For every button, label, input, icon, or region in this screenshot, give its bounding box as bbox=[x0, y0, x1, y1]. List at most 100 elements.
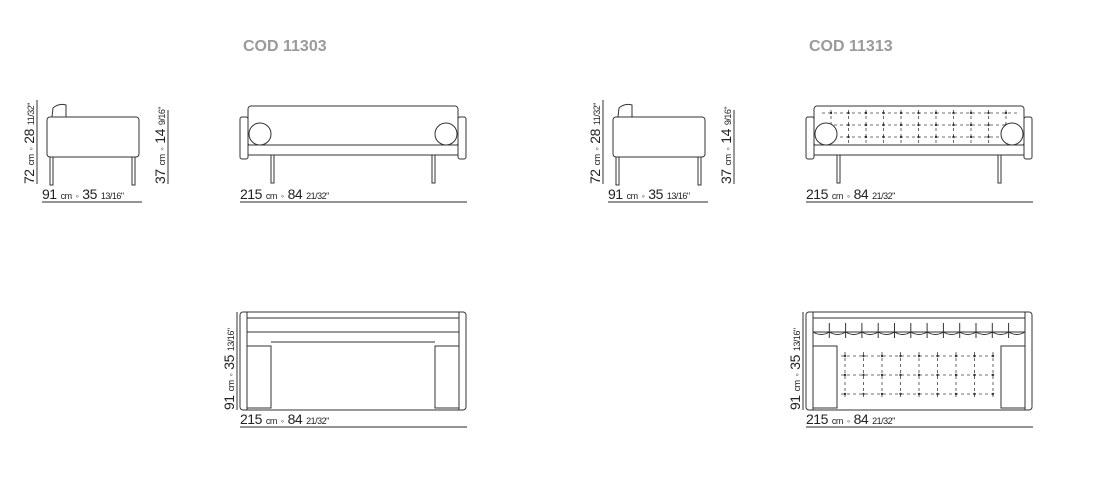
dimension-frac: 9/16" bbox=[723, 107, 733, 126]
tuft-button bbox=[917, 373, 921, 377]
leg bbox=[615, 156, 620, 186]
dimension-frac: 13/16" bbox=[667, 191, 690, 201]
dimension-inch: 28 bbox=[587, 128, 603, 143]
dimension-sep: ◦ bbox=[26, 147, 36, 150]
tuft-button bbox=[952, 111, 955, 115]
tuft-button bbox=[987, 135, 990, 139]
leg bbox=[997, 154, 1002, 184]
tuft-button bbox=[899, 392, 902, 396]
dimension-inch: 28 bbox=[21, 128, 37, 143]
dimension-value: 215 bbox=[806, 186, 829, 202]
dimension-value: 72 bbox=[587, 169, 603, 184]
tuft-button bbox=[882, 135, 885, 139]
tuft-button bbox=[936, 354, 939, 358]
dimension-frac: 13/16" bbox=[101, 191, 124, 201]
dimension-unit: cm bbox=[226, 380, 236, 391]
dimension-unit: cm bbox=[157, 154, 167, 165]
tuft-button bbox=[991, 392, 995, 396]
tuft-button bbox=[882, 111, 885, 115]
tuft-button bbox=[917, 354, 921, 358]
tuft-button bbox=[899, 111, 903, 115]
headrest bbox=[617, 103, 633, 118]
tuft-button bbox=[952, 123, 955, 127]
tuft-button bbox=[864, 123, 868, 127]
dimension-value: 215 bbox=[240, 411, 263, 427]
tuft-button bbox=[864, 111, 868, 115]
dimension-sep: ◦ bbox=[157, 147, 167, 150]
tuft-button bbox=[954, 354, 958, 358]
tuft-button bbox=[969, 123, 973, 127]
tuft-button bbox=[829, 111, 833, 115]
height-dimension-label: 72cm◦2811/32" bbox=[587, 103, 603, 184]
product-code: COD 11303 bbox=[243, 38, 327, 55]
dimension-unit: cm bbox=[592, 154, 602, 165]
tuft-button bbox=[880, 392, 884, 396]
dimension-frac: 21/32" bbox=[872, 416, 895, 426]
tuft-button bbox=[917, 392, 921, 396]
headrest bbox=[51, 103, 67, 118]
dimension-frac: 9/16" bbox=[157, 107, 167, 126]
tuft-button bbox=[969, 135, 973, 139]
dimension-unit: cm bbox=[26, 154, 36, 165]
backrest-top bbox=[812, 317, 1026, 333]
tuft-button bbox=[862, 354, 865, 358]
dimension-value: 72 bbox=[21, 169, 37, 184]
leg bbox=[49, 156, 54, 186]
dimension-frac: 13/16" bbox=[792, 328, 802, 351]
tuft-button bbox=[862, 392, 865, 396]
bolster-cushion bbox=[1000, 122, 1024, 146]
dimension-inch: 35 bbox=[82, 186, 97, 202]
dimension-value: 37 bbox=[152, 169, 168, 184]
tuft-button bbox=[969, 111, 973, 115]
tuft-button bbox=[882, 123, 885, 127]
tuft-button bbox=[1004, 111, 1008, 115]
dimension-unit: cm bbox=[61, 191, 72, 201]
seat bbox=[247, 144, 459, 156]
dimension-unit: cm bbox=[832, 191, 843, 201]
leg bbox=[431, 154, 436, 184]
tuft-button bbox=[987, 123, 990, 127]
tuft-button bbox=[847, 135, 850, 139]
tuft-button bbox=[987, 111, 990, 115]
tuft-button bbox=[934, 123, 938, 127]
tuft-button bbox=[917, 135, 920, 139]
tuft-button bbox=[991, 373, 995, 377]
leg bbox=[697, 156, 702, 186]
tuft-button bbox=[843, 392, 847, 396]
armrest bbox=[805, 116, 815, 160]
seat bbox=[813, 144, 1025, 156]
dimension-unit: cm bbox=[832, 416, 843, 426]
sofa-outline bbox=[239, 311, 467, 411]
bolster-top bbox=[1000, 345, 1026, 409]
dimension-sep: ◦ bbox=[76, 191, 79, 201]
dimension-sep: ◦ bbox=[792, 373, 802, 376]
armrest bbox=[1023, 116, 1033, 160]
bolster-top bbox=[812, 345, 838, 409]
tuft-button bbox=[862, 373, 865, 377]
dimension-frac: 11/32" bbox=[26, 103, 36, 125]
dimension-sep: ◦ bbox=[592, 147, 602, 150]
leg bbox=[836, 154, 841, 184]
dimension-value: 91 bbox=[221, 395, 237, 410]
dimension-sep: ◦ bbox=[281, 416, 284, 426]
tuft-button bbox=[934, 135, 938, 139]
dimension-inch: 84 bbox=[854, 186, 869, 202]
tuft-button bbox=[973, 354, 976, 358]
tuft-button bbox=[936, 392, 939, 396]
dimension-inch: 84 bbox=[288, 186, 303, 202]
backrest-top bbox=[246, 317, 460, 333]
depth-dimension-label: 91cm◦3513/16" bbox=[221, 328, 237, 410]
dimension-inch: 84 bbox=[854, 411, 869, 427]
dimension-frac: 21/32" bbox=[306, 191, 329, 201]
dimension-sep: ◦ bbox=[226, 373, 236, 376]
